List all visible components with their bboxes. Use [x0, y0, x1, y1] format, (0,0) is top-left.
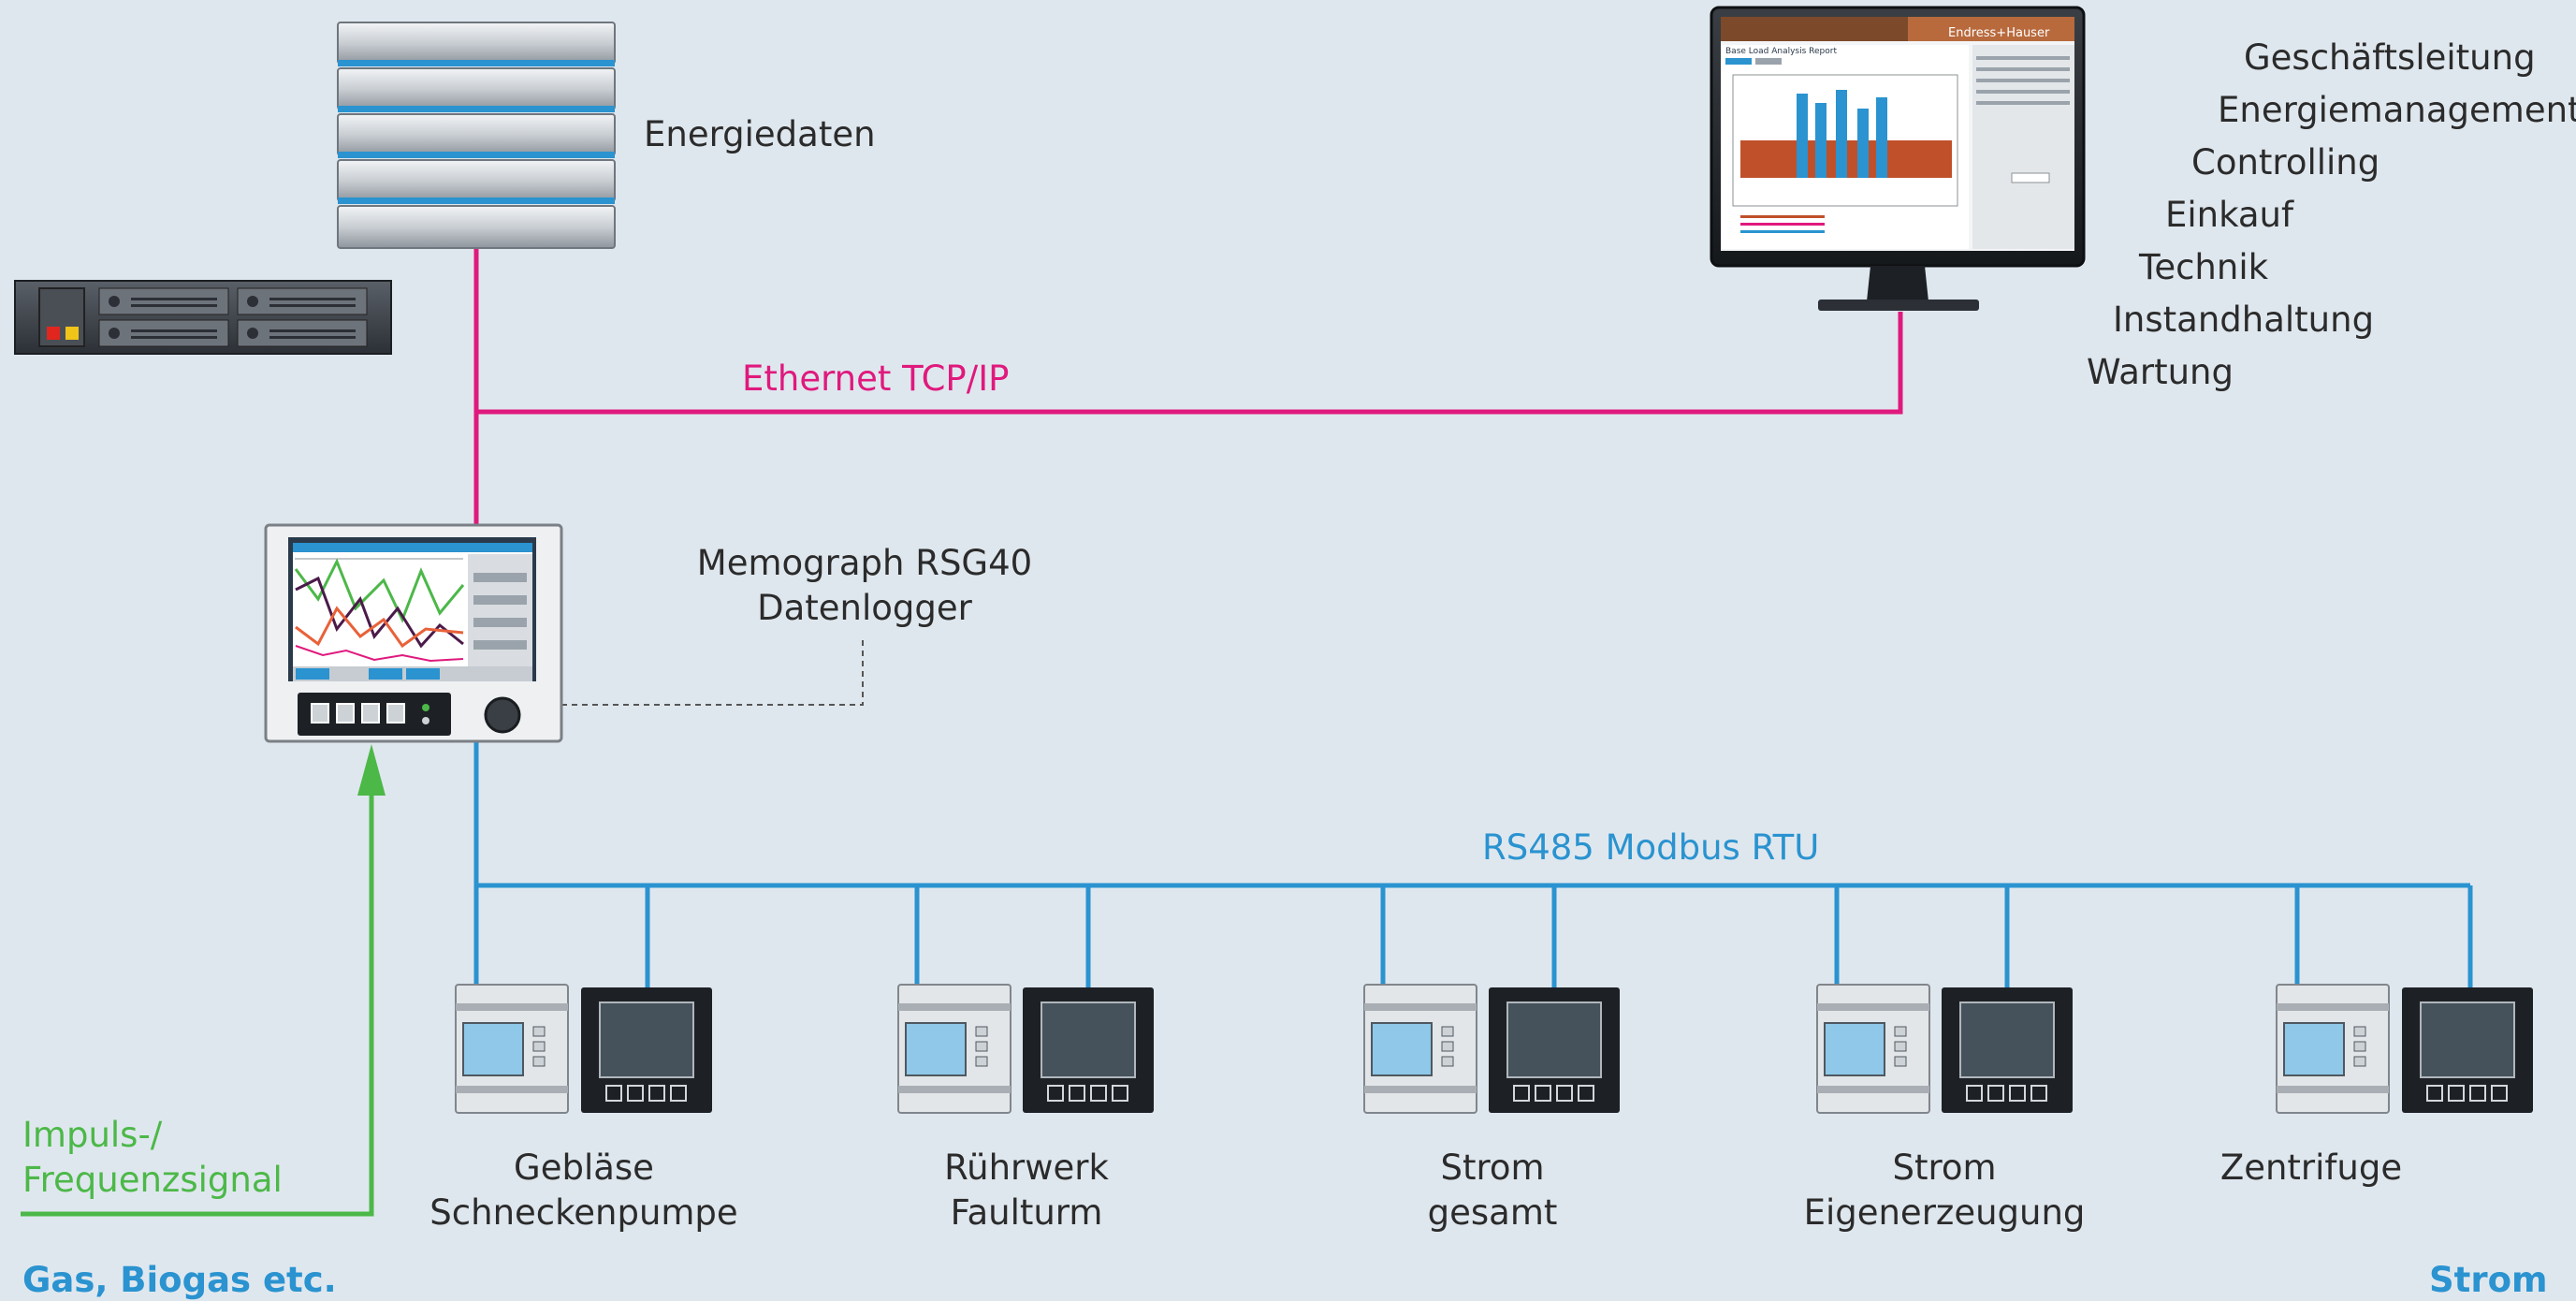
gas-label: Gas, Biogas etc. [22, 1260, 337, 1300]
logger-callout-line [561, 639, 864, 706]
device-label-5-line1: Zentrifuge [2219, 1148, 2403, 1188]
modbus-label: RS485 Modbus RTU [1482, 827, 1820, 868]
monitor-icon [1710, 6, 2086, 311]
device-label-1-line2: Schneckenpumpe [429, 1192, 738, 1233]
role-item: Technik [2139, 247, 2269, 287]
role-item: Geschäftsleitung [2244, 37, 2536, 78]
device-label-4-line1: Strom [1892, 1148, 1997, 1188]
rack-server-icon [14, 280, 392, 355]
ethernet-horizontal-line [476, 312, 1903, 415]
role-item: Energiemanagement [2218, 90, 2576, 130]
device-group-5 [2276, 984, 2533, 1114]
device-label-2-line1: Rührwerk [944, 1148, 1109, 1188]
ethernet-lines [473, 248, 1903, 524]
device-group-1 [455, 984, 712, 1114]
power-label: Strom [2429, 1260, 2548, 1300]
ethernet-label: Ethernet TCP/IP [742, 358, 1010, 399]
logger-type-label: Datenlogger [757, 588, 972, 628]
field-devices [455, 984, 2533, 1114]
device-group-4 [1816, 984, 2073, 1114]
device-label-3-line1: Strom [1440, 1148, 1545, 1188]
device-label-2-line2: Faulturm [950, 1192, 1103, 1233]
monitor-report-title: Base Load Analysis Report [1725, 47, 1837, 56]
device-group-3 [1363, 984, 1620, 1114]
logger-name-label: Memograph RSG40 [696, 543, 1033, 583]
pulse-label-line1: Impuls-/ [22, 1115, 163, 1155]
role-item: Einkauf [2165, 195, 2294, 235]
pulse-label-line2: Frequenzsignal [22, 1160, 283, 1200]
database-icon [337, 22, 616, 249]
device-label-3-line2: gesamt [1427, 1192, 1558, 1233]
role-item: Wartung [2087, 352, 2234, 392]
role-item: Controlling [2191, 142, 2380, 183]
device-group-2 [897, 984, 1154, 1114]
modbus-lines [473, 742, 2473, 987]
role-item: Instandhaltung [2113, 300, 2375, 340]
monitor-brand: Endress+Hauser [1948, 26, 2050, 40]
arrow-up-icon [357, 744, 386, 796]
energy-data-label: Energiedaten [644, 114, 876, 154]
device-label-4-line2: Eigenerzeugung [1803, 1192, 2086, 1233]
memograph-logger-icon [264, 523, 563, 743]
pulse-signal-line [21, 744, 386, 1217]
device-label-1-line1: Gebläse [514, 1148, 654, 1188]
